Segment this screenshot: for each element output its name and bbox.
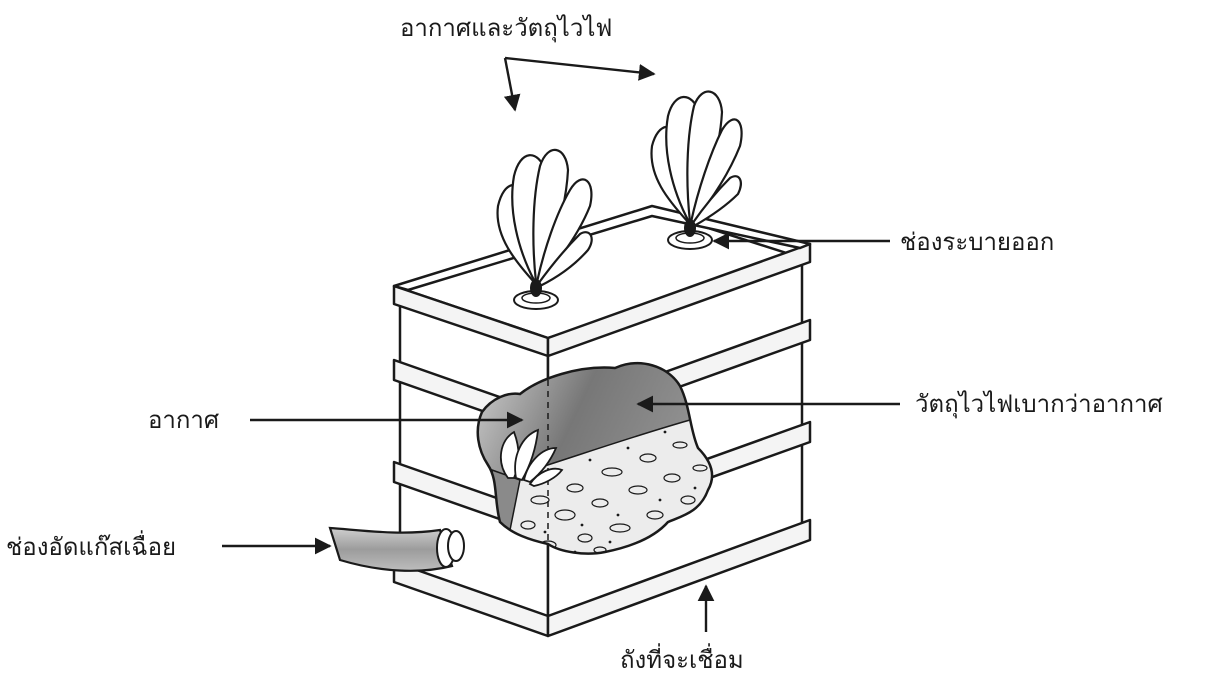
label-air-and-flammable: อากาศและวัตถุไวไฟ bbox=[400, 14, 612, 43]
inert-gas-hose bbox=[330, 528, 464, 571]
label-vent-outlet: ช่องระบายออก bbox=[900, 228, 1054, 256]
label-air: อากาศ bbox=[148, 406, 219, 434]
label-inert-gas-inlet: ช่องอัดแก๊สเฉื่อย bbox=[6, 530, 176, 561]
label-tank-to-weld: ถังที่จะเชื่อม bbox=[620, 643, 744, 674]
arrow-air-flammable-right bbox=[505, 58, 654, 74]
arrow-air-flammable-left bbox=[505, 58, 515, 110]
label-flammable-lighter-than-air: วัตถุไวไฟเบากว่าอากาศ bbox=[915, 390, 1163, 419]
flame-right-icon bbox=[651, 92, 741, 226]
